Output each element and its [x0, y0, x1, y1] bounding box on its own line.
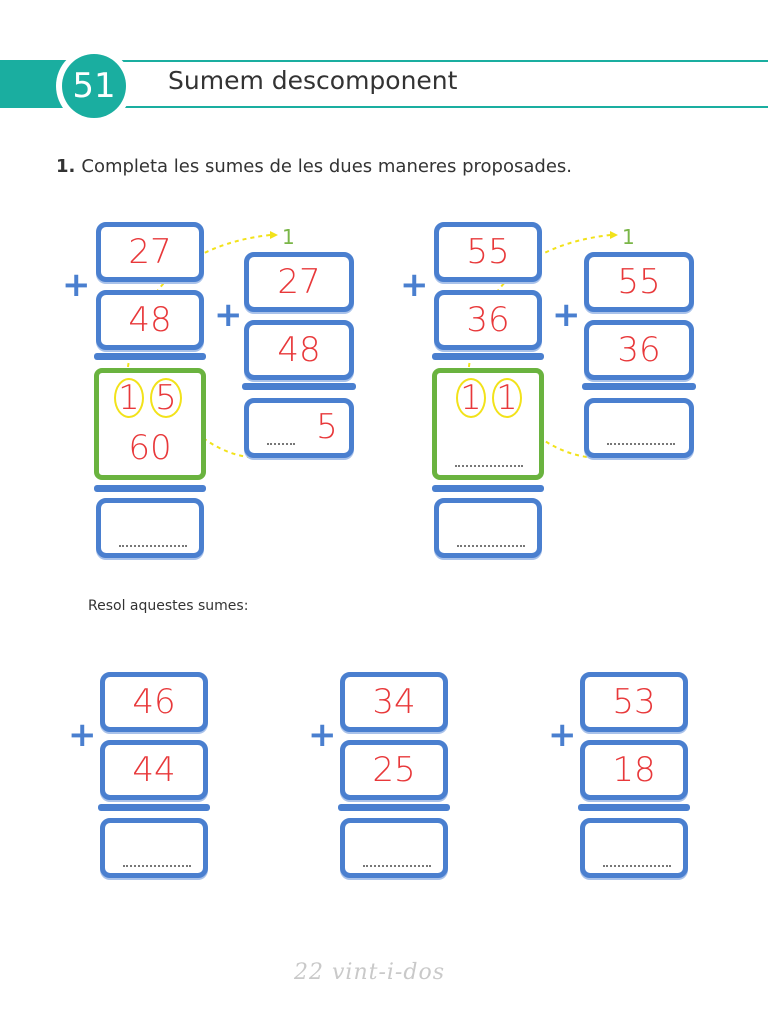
lesson-number: 51	[62, 54, 126, 118]
page-footer: 22 vint-i-dos	[294, 960, 445, 985]
addend-value: 53	[612, 682, 656, 722]
addend-box: 55	[584, 252, 694, 312]
addend-value: 27	[128, 232, 172, 272]
page-title: Sumem descomponent	[168, 66, 458, 95]
addend-value: 27	[277, 262, 321, 302]
addend-value: 55	[466, 232, 510, 272]
answer-line	[607, 443, 675, 445]
units-oval	[150, 378, 182, 418]
addend-box: 53	[580, 672, 688, 732]
plus-sign: +	[62, 265, 91, 305]
partial-digit: 5	[155, 378, 177, 418]
addend-value: 18	[612, 750, 656, 790]
answer-line	[603, 865, 671, 867]
plus-sign: +	[68, 715, 97, 755]
addend-box: 46	[100, 672, 208, 732]
addend-box: 48	[244, 320, 354, 380]
result-box[interactable]	[100, 818, 208, 878]
result-units: 5	[316, 407, 338, 447]
units-oval	[492, 378, 522, 418]
partial-tens: 60	[128, 428, 172, 468]
header-line-top	[100, 60, 768, 62]
plus-sign: +	[400, 265, 429, 305]
result-box[interactable]	[584, 398, 694, 458]
addend-box: 36	[434, 290, 542, 350]
result-box[interactable]	[340, 818, 448, 878]
sum-bar	[432, 485, 544, 492]
result-box[interactable]	[434, 498, 542, 558]
carry-digit: 1	[622, 225, 635, 249]
addend-value: 36	[466, 300, 510, 340]
sum-bar	[94, 353, 206, 360]
answer-line	[455, 465, 523, 467]
addend-value: 48	[277, 330, 321, 370]
addend-value: 36	[617, 330, 661, 370]
plus-sign: +	[214, 295, 243, 335]
addend-value: 48	[128, 300, 172, 340]
units-oval	[456, 378, 486, 418]
header-line-bottom	[100, 106, 768, 108]
addend-box: 55	[434, 222, 542, 282]
answer-line	[363, 865, 431, 867]
sum-bar	[98, 804, 210, 811]
answer-line	[119, 545, 187, 547]
addend-value: 55	[617, 262, 661, 302]
plus-sign: +	[548, 715, 577, 755]
carry-digit: 1	[282, 225, 295, 249]
addend-box: 48	[96, 290, 204, 350]
addend-box: 25	[340, 740, 448, 800]
answer-line	[457, 545, 525, 547]
addend-box: 34	[340, 672, 448, 732]
addend-value: 25	[372, 750, 416, 790]
exercise-text: Completa les sumes de les dues maneres p…	[81, 156, 572, 177]
result-box[interactable]: 5	[244, 398, 354, 458]
sum-bar	[432, 353, 544, 360]
partial-digit: 1	[118, 378, 140, 418]
addend-box: 36	[584, 320, 694, 380]
sum-bar	[242, 383, 356, 390]
sum-bar	[94, 485, 206, 492]
addend-box: 27	[96, 222, 204, 282]
sum-bar	[338, 804, 450, 811]
partial-digit: 1	[496, 378, 518, 418]
addend-value: 46	[132, 682, 176, 722]
result-box[interactable]	[96, 498, 204, 558]
partial-digit: 1	[460, 378, 482, 418]
answer-line	[267, 443, 295, 445]
units-oval	[114, 378, 144, 418]
plus-sign: +	[308, 715, 337, 755]
sum-bar	[578, 804, 690, 811]
addend-box: 18	[580, 740, 688, 800]
addend-value: 44	[132, 750, 176, 790]
addend-box: 27	[244, 252, 354, 312]
answer-line	[123, 865, 191, 867]
sum-bar	[582, 383, 696, 390]
partial-sum-box	[94, 368, 206, 480]
resol-label: Resol aquestes sumes:	[88, 598, 249, 614]
exercise-number: 1.	[56, 156, 76, 177]
addend-box: 44	[100, 740, 208, 800]
result-box[interactable]	[580, 818, 688, 878]
partial-sum-box	[432, 368, 544, 480]
addend-value: 34	[372, 682, 416, 722]
exercise-instruction: 1.Completa les sumes de les dues maneres…	[56, 156, 572, 177]
plus-sign: +	[552, 295, 581, 335]
